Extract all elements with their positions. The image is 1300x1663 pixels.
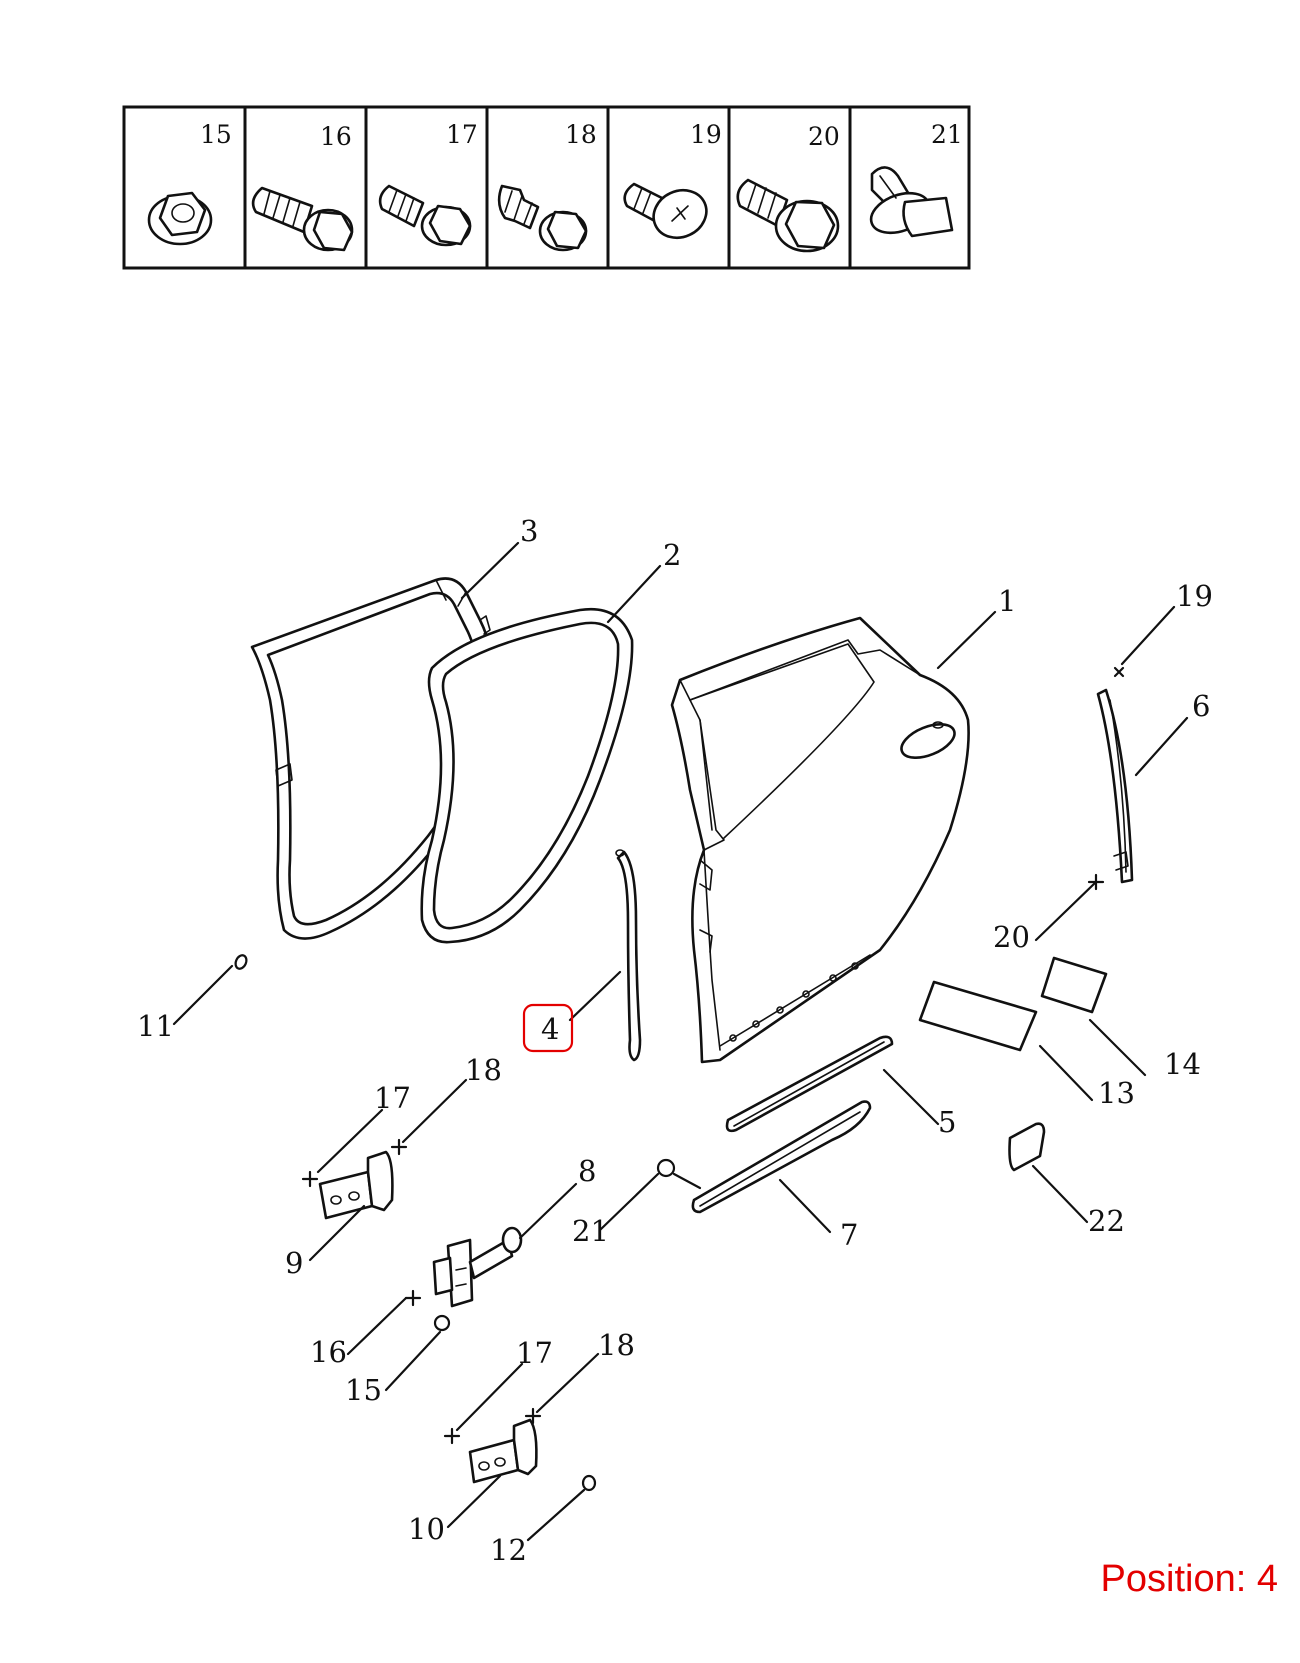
part-22-cap [1008,1122,1046,1172]
part-4-seal-strip [615,849,642,1062]
callout-17-upper: 17 [374,1081,411,1115]
part-15-nut-marker [433,1314,451,1332]
callout-5: 5 [938,1105,956,1139]
part-7-lower-molding [691,1100,872,1214]
part-12-plug [581,1474,597,1492]
highlight-box-4 [522,1003,574,1053]
callout-14: 14 [1164,1047,1201,1081]
table-number-15: 15 [200,120,232,149]
callout-7: 7 [840,1218,858,1252]
stepped-flange-bolt-icon [497,184,588,252]
long-flange-bolt-icon [251,186,354,252]
part-6-rear-channel [1096,688,1134,884]
callout-18-upper: 18 [465,1053,502,1087]
callout-9: 9 [285,1246,303,1280]
flange-nut-icon [147,191,213,246]
callout-20: 20 [993,920,1030,954]
table-number-16: 16 [320,122,352,151]
callout-11: 11 [137,1009,174,1043]
callout-2: 2 [663,538,681,572]
part-1-door-panel [670,616,970,1064]
callout-17-lower: 17 [516,1336,553,1370]
part-11-grommet [234,954,248,970]
part-8-door-check [432,1226,523,1308]
table-number-17: 17 [446,120,478,149]
large-flange-bolt-icon [736,178,840,253]
callout-4: 4 [541,1012,559,1046]
leader-lines [172,541,1189,1542]
callout-21: 21 [572,1214,609,1248]
part-10-lower-hinge [468,1418,538,1484]
table-number-20: 20 [808,122,840,151]
part-13-pad [918,980,1038,1052]
flange-bolt-icon [378,184,472,247]
fastener-table: 15 16 17 18 19 20 21 [122,105,971,270]
callout-18-lower: 18 [598,1328,635,1362]
callout-13: 13 [1098,1076,1135,1110]
part-14-pad [1040,956,1108,1014]
callout-labels: 3 2 1 19 6 20 14 13 5 22 7 21 8 9 16 15 … [137,514,1213,1567]
push-clip-icon [869,166,954,238]
callout-8: 8 [578,1154,596,1188]
fastener-markers [301,666,1125,1445]
callout-12: 12 [490,1533,527,1567]
position-caption: Position: 4 [1100,1558,1278,1600]
callout-1: 1 [998,584,1016,618]
table-number-21: 21 [931,120,963,149]
callout-16: 16 [310,1335,347,1369]
table-number-18: 18 [565,120,597,149]
phillips-screw-icon [623,182,708,240]
callout-19: 19 [1176,579,1213,613]
callout-10: 10 [408,1512,445,1546]
callout-15: 15 [345,1373,382,1407]
callout-6: 6 [1192,689,1210,723]
part-2-opening-weatherstrip [420,607,634,944]
callout-3: 3 [520,514,538,548]
callout-22: 22 [1088,1204,1125,1238]
part-21-clip-marker [656,1158,676,1178]
table-number-19: 19 [690,120,722,149]
part-5-belt-molding [725,1035,894,1133]
part-9-upper-hinge [318,1150,394,1220]
